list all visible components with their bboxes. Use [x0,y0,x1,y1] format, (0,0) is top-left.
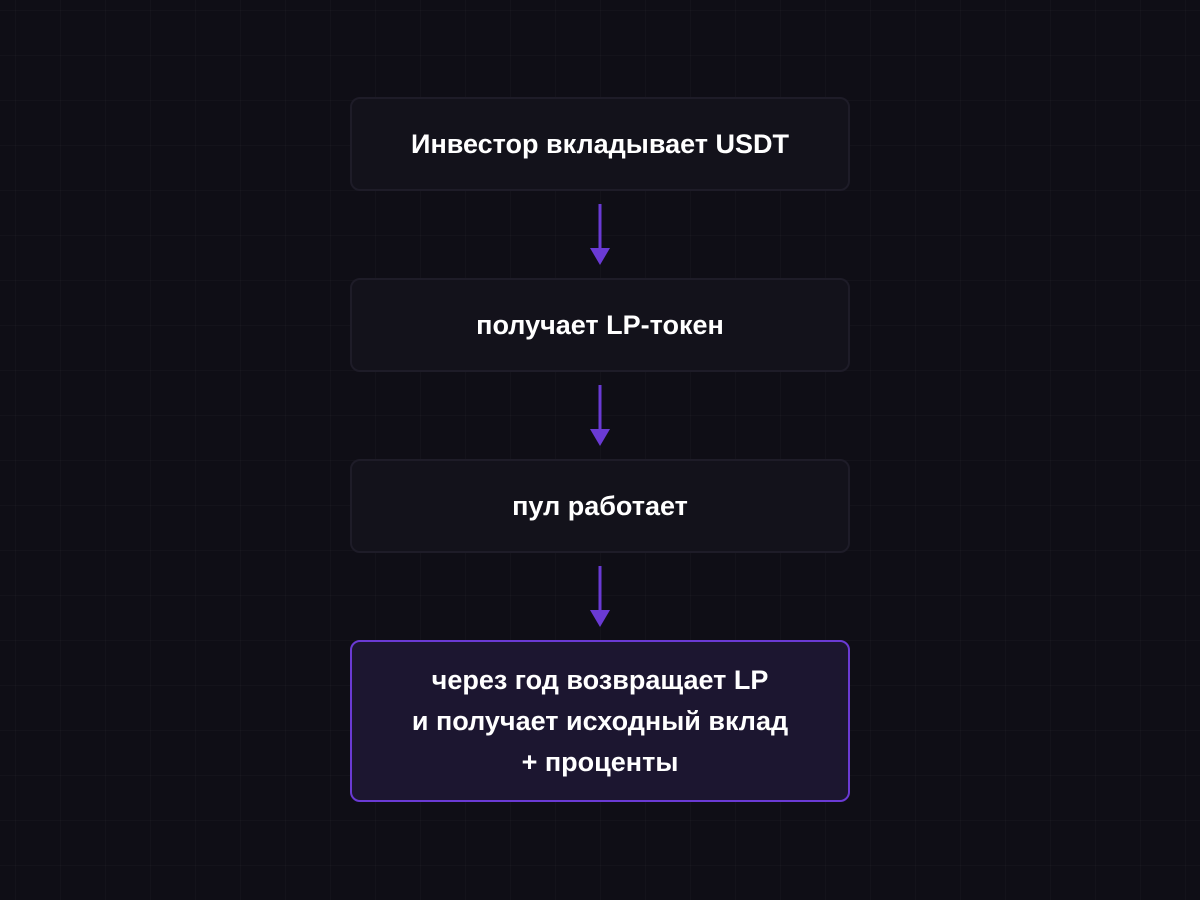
arrow-down-1 [350,191,850,278]
step-final-line-3: + проценты [521,746,679,777]
arrow-down-icon [590,565,610,627]
arrow-down-icon [590,384,610,446]
flow-diagram: Инвестор вкладывает USDT получает LP-ток… [350,97,850,802]
step-pool-works: пул работает [350,459,850,553]
step-final-line-2: и получает исходный вклад [411,705,789,736]
step-pool-works-label: пул работает [512,490,688,521]
step-final-text: через год возвращает LP и получает исход… [412,660,788,783]
step-receive-lp-token-label: получает LP-токен [476,309,724,340]
step-invest-label: Инвестор вкладывает USDT [411,128,789,159]
arrow-down-3 [350,553,850,640]
arrow-down-icon [590,203,610,265]
step-invest: Инвестор вкладывает USDT [350,97,850,191]
step-receive-lp-token: получает LP-токен [350,278,850,372]
step-final-line-1: через год возвращает LP [431,664,769,695]
arrow-down-2 [350,372,850,459]
step-final-return: через год возвращает LP и получает исход… [350,640,850,802]
